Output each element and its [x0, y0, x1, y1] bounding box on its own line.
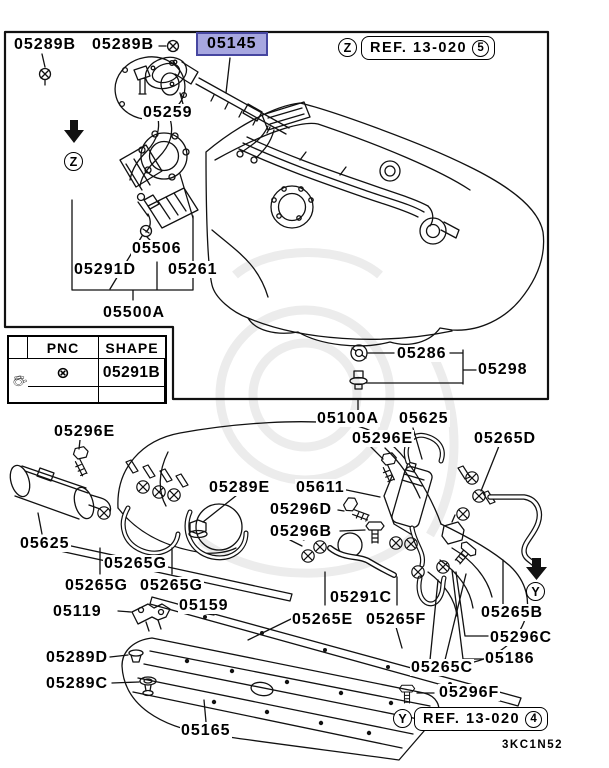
part-label-05291c[interactable]: 05291C: [329, 589, 394, 606]
pnc-table-corner-cell: [9, 337, 28, 359]
skid-plate-drawing: [121, 637, 440, 761]
part-label-05291d[interactable]: 05291D: [73, 261, 138, 278]
marker-y-circle: Y: [526, 582, 545, 601]
part-label-05296d[interactable]: 05296D: [269, 501, 334, 518]
part-label-05296e-right[interactable]: 05296E: [351, 430, 415, 447]
part-label-05145-highlighted[interactable]: 05145: [196, 32, 268, 56]
part-label-05506[interactable]: 05506: [131, 240, 183, 257]
part-label-05296c[interactable]: 05296C: [489, 629, 554, 646]
ref-top-marker: Z: [338, 38, 357, 57]
harness-05145-drawing: [195, 57, 290, 164]
part-label-05625-right[interactable]: 05625: [398, 410, 450, 427]
direction-arrow-z: [64, 120, 84, 143]
part-label-05289b-1[interactable]: 05289B: [13, 36, 78, 53]
part-label-05265e[interactable]: 05265E: [291, 611, 355, 628]
part-label-05259[interactable]: 05259: [142, 104, 194, 121]
ref-bottom-page: 4: [525, 710, 543, 728]
part-label-05265g-right[interactable]: 05265G: [139, 577, 204, 594]
marker-z-circle: Z: [64, 152, 83, 171]
screw-05289b-icons: [38, 39, 180, 86]
pnc-table-header-pnc: PNC: [28, 337, 99, 359]
part-label-05296b[interactable]: 05296B: [269, 523, 334, 540]
canister-drawing: [9, 464, 112, 535]
screw-05296e-left: [70, 439, 92, 478]
pnc-row-part-number[interactable]: 05291B: [99, 359, 165, 387]
hose-05291c-drawing: [324, 545, 447, 607]
pnc-table-header-shape: SHAPE: [99, 337, 165, 359]
fastener-05289d-05289c-drawing: [109, 649, 157, 697]
part-label-05296f[interactable]: 05296F: [438, 684, 501, 701]
pnc-row-mark: ⊗: [28, 359, 99, 387]
part-label-05186[interactable]: 05186: [484, 650, 536, 667]
part-label-05289d[interactable]: 05289D: [45, 649, 110, 666]
detail-box-border: [3, 30, 550, 401]
part-label-05165[interactable]: 05165: [180, 722, 232, 739]
part-label-05265b[interactable]: 05265B: [480, 604, 545, 621]
part-label-05286[interactable]: 05286: [396, 345, 448, 362]
part-label-05261[interactable]: 05261: [167, 261, 219, 278]
hose-clamp-icon: [13, 375, 27, 387]
part-label-05265g-top[interactable]: 05265G: [103, 555, 168, 572]
ref-top-label: REF. 13-020: [370, 39, 468, 56]
hose-05265d-drawing: [480, 445, 543, 605]
part-label-05265g-left[interactable]: 05265G: [64, 577, 129, 594]
right-fasteners-drawing: [336, 445, 435, 704]
pnc-table: PNC SHAPE ⊗ 05291B: [7, 335, 167, 404]
ref-link-bottom[interactable]: REF. 13-020 4: [414, 707, 549, 731]
part-label-05265c[interactable]: 05265C: [410, 659, 475, 676]
part-label-05159[interactable]: 05159: [178, 597, 230, 614]
part-label-05298[interactable]: 05298: [477, 361, 529, 378]
part-label-05265f[interactable]: 05265F: [365, 611, 428, 628]
ref-bottom-marker: Y: [393, 709, 412, 728]
tank-strap-drawing: [59, 543, 293, 602]
part-label-05625-left[interactable]: 05625: [19, 535, 71, 552]
sensor-unit-drawing: [109, 187, 199, 290]
pnc-row-shape-cell: [9, 359, 28, 402]
pnc-table-empty-cell-1: [28, 387, 99, 402]
part-label-05100a[interactable]: 05100A: [316, 410, 381, 427]
drain-plug-hardware-drawing: [349, 344, 477, 412]
bracket-05119-drawing: [117, 603, 171, 632]
part-label-05296e-left[interactable]: 05296E: [53, 423, 117, 440]
part-label-05119[interactable]: 05119: [52, 603, 103, 620]
part-label-05500a[interactable]: 05500A: [102, 304, 167, 321]
pnc-table-empty-cell-2: [99, 387, 165, 402]
ref-bottom-label: REF. 13-020: [423, 710, 521, 727]
part-label-05289e[interactable]: 05289E: [208, 479, 272, 496]
ref-top-page: 5: [472, 39, 490, 57]
nut-05289e-drawing: [188, 494, 238, 539]
part-label-05265d[interactable]: 05265D: [473, 430, 538, 447]
part-label-05289b-2[interactable]: 05289B: [91, 36, 156, 53]
group-bracket-05500a: [71, 199, 194, 301]
filler-cap-drawing: [144, 56, 199, 105]
part-label-05611[interactable]: 05611: [295, 479, 346, 496]
fuel-filter-assembly-drawing: [383, 432, 496, 569]
fuel-tank-drawing: [205, 101, 545, 347]
direction-arrow-y: [526, 558, 547, 580]
ref-link-top[interactable]: REF. 13-020 5: [361, 36, 496, 60]
gasket-ring-drawing: [138, 130, 194, 219]
part-label-05289c[interactable]: 05289C: [45, 675, 110, 692]
diagram-code: 3KC1N52: [501, 737, 564, 754]
